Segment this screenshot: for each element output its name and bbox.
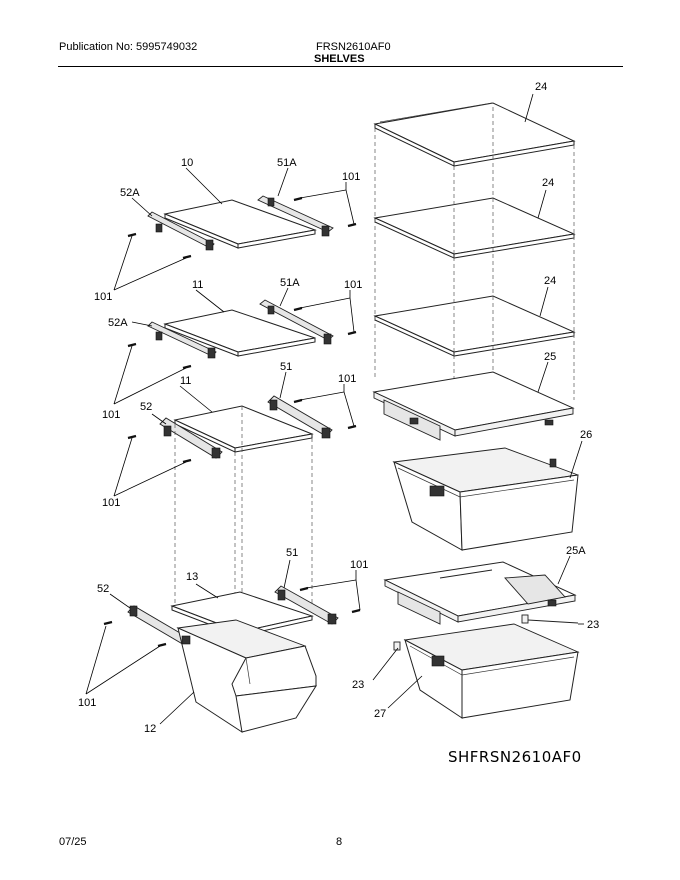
shelf-11-upper: [163, 309, 316, 357]
callout-26: 26: [580, 429, 592, 441]
screw-101-e: [127, 342, 137, 348]
screw-101-o: [299, 586, 309, 592]
footer-date: 07/25: [59, 836, 87, 848]
callout-13: 13: [186, 571, 198, 583]
callout-52-upper: 52: [140, 401, 152, 413]
callout-101-third-left: 101: [102, 497, 120, 509]
leader-lines: [85, 93, 584, 725]
screw-101-l: [347, 424, 357, 430]
screw-101-b: [182, 254, 192, 260]
publication-number: Publication No: 5995749032: [59, 41, 198, 53]
shelf-11-lower: [173, 405, 314, 453]
callout-24-middle: 24: [542, 177, 554, 189]
diagram-id-label: SHFRSN2610AF0: [448, 748, 582, 766]
screw-101-a: [127, 232, 137, 238]
callout-101-bottom-right: 101: [350, 559, 368, 571]
screw-101-p: [351, 608, 361, 614]
screw-101-c: [293, 196, 303, 202]
rail-51-lower: [274, 585, 339, 625]
callout-101-second-right: 101: [344, 279, 362, 291]
callout-101-top-right: 101: [342, 171, 360, 183]
bracket-23-left: [393, 641, 401, 651]
rail-52A-top: [147, 211, 215, 251]
callout-51-lower: 51: [286, 547, 298, 559]
rail-52A-lower: [147, 321, 217, 359]
shelf-dashed-guides: [374, 107, 575, 430]
bin-12: [176, 619, 317, 733]
callout-27: 27: [374, 708, 386, 720]
callout-51-upper: 51: [280, 361, 292, 373]
callout-23-left: 23: [352, 679, 364, 691]
page-number: 8: [336, 836, 343, 848]
callout-101-second-left: 101: [102, 409, 120, 421]
rail-51A-lower: [259, 299, 334, 345]
callout-11-upper: 11: [192, 279, 203, 291]
callout-51A-top: 51A: [277, 157, 297, 169]
screw-101-f: [182, 364, 192, 370]
callout-23-right: 23: [587, 619, 599, 631]
screw-101-g: [293, 306, 303, 312]
screw-101-m: [103, 620, 113, 626]
callout-101-bottom-left: 101: [78, 697, 96, 709]
shelf-10: [163, 199, 317, 249]
crisper-drawer-26: [392, 447, 579, 551]
screw-101-k: [293, 398, 303, 404]
screw-101-i: [127, 434, 137, 440]
section-title: SHELVES: [314, 53, 365, 65]
callout-12: 12: [144, 723, 156, 735]
callout-24-top: 24: [535, 81, 547, 93]
callout-101-top-left: 101: [94, 291, 112, 303]
rail-52-upper: [159, 417, 223, 459]
screw-101-h: [347, 330, 357, 336]
crisper-cover-25: [372, 371, 575, 441]
bracket-23-right: [521, 614, 579, 624]
model-number: FRSN2610AF0: [316, 41, 391, 53]
callout-52-lower: 52: [97, 583, 109, 595]
glass-shelf-24-middle: [373, 197, 576, 259]
left-dashed-guides: [174, 406, 313, 628]
crisper-cover-25A: [383, 561, 577, 625]
callout-11-lower: 11: [180, 375, 191, 387]
callout-10: 10: [181, 157, 193, 169]
glass-shelf-24-bottom: [373, 295, 576, 357]
callout-101-third-right: 101: [338, 373, 356, 385]
crisper-drawer-27: [403, 623, 580, 719]
callout-51A-lower: 51A: [280, 277, 300, 289]
callout-25: 25: [544, 351, 556, 363]
header-rule: [58, 66, 623, 67]
rail-51A-top: [257, 195, 334, 237]
screw-101-d: [347, 222, 357, 228]
callout-24-bottom: 24: [544, 275, 556, 287]
callout-52A-lower: 52A: [108, 317, 128, 329]
screw-101-j: [182, 458, 192, 464]
callout-52A-top: 52A: [120, 187, 140, 199]
glass-shelf-24-top: [373, 102, 576, 167]
screw-101-n: [157, 642, 167, 648]
callout-25A: 25A: [566, 545, 586, 557]
rail-51-upper: [267, 395, 333, 439]
